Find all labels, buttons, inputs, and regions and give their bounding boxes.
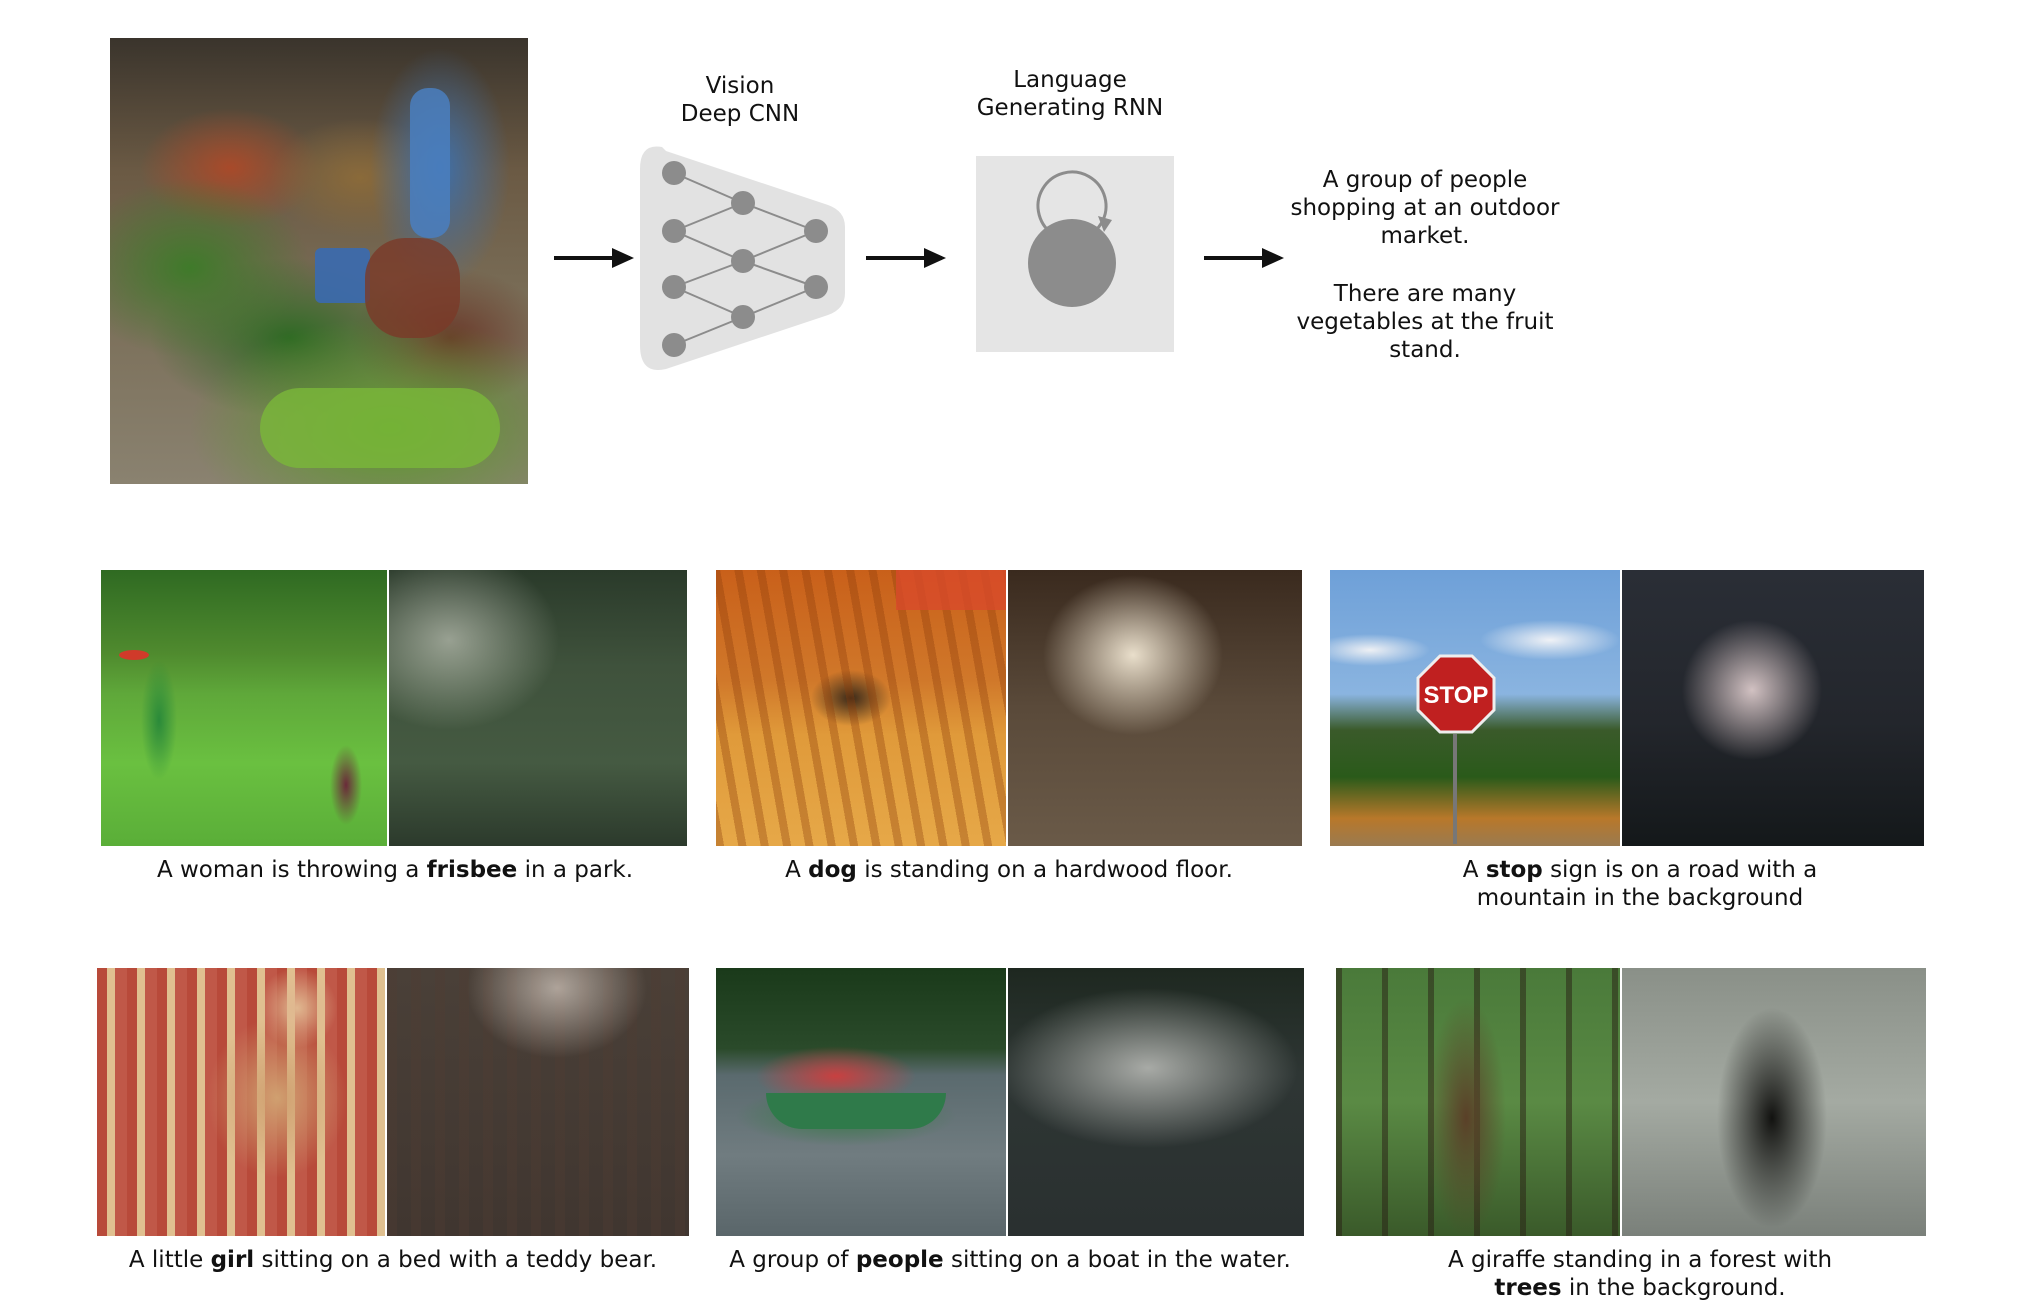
caption-keyword: dog — [808, 857, 857, 883]
market-photo — [110, 38, 528, 484]
output-caption-2: There are many vegetables at the fruit s… — [1296, 281, 1554, 363]
caption-prefix: A group of — [729, 1247, 856, 1273]
example-stop-caption: A stop sign is on a road with a mountain… — [1420, 856, 1860, 912]
example-trees-caption: A giraffe standing in a forest with tree… — [1420, 1246, 1860, 1302]
example-frisbee-divider — [387, 570, 389, 846]
example-dog-attention — [1008, 570, 1302, 846]
example-people-divider — [1006, 968, 1008, 1236]
example-trees-divider — [1620, 968, 1622, 1236]
example-trees-attention — [1622, 968, 1926, 1236]
example-dog-caption: A dog is standing on a hardwood floor. — [716, 856, 1302, 884]
cnn-label: Vision Deep CNN — [640, 72, 840, 128]
caption-suffix: sitting on a bed with a teddy bear. — [254, 1247, 658, 1273]
cnn-label-line2: Deep CNN — [680, 101, 800, 127]
cnn-label-line1: Vision — [705, 73, 775, 99]
cnn-nodes — [662, 161, 828, 357]
frisbee — [119, 650, 149, 660]
rnn-block — [976, 156, 1174, 352]
caption-prefix: A woman is throwing a — [156, 857, 427, 883]
example-girl-divider — [385, 968, 387, 1236]
example-frisbee-caption: A woman is throwing a frisbee in a park. — [100, 856, 690, 884]
caption-keyword: stop — [1485, 857, 1543, 883]
example-girl-photo — [97, 968, 385, 1236]
caption-suffix: is standing on a hardwood floor. — [856, 857, 1233, 883]
boat — [766, 1093, 946, 1129]
caption-suffix: sitting on a boat in the water. — [943, 1247, 1291, 1273]
stop-sign-icon: STOP — [1416, 654, 1496, 734]
caption-keyword: people — [855, 1247, 944, 1273]
output-captions: A group of people shopping at an outdoor… — [1280, 166, 1570, 364]
bedspread-pattern — [896, 570, 1006, 610]
example-stop-photo: STOP — [1330, 570, 1620, 846]
rnn-hidden-state — [1028, 219, 1116, 307]
example-trees-photo — [1336, 968, 1620, 1236]
output-caption-1: A group of people shopping at an outdoor… — [1290, 167, 1560, 249]
market-person-crouching — [365, 238, 460, 338]
rnn-label-line1: Language — [1013, 67, 1127, 93]
rnn-loop-arrowhead — [1098, 216, 1112, 232]
rnn-recurrent-cell — [1028, 170, 1116, 307]
caption-prefix: A — [785, 857, 809, 883]
caption-suffix: in a park. — [517, 857, 634, 883]
caption-keyword: frisbee — [426, 857, 518, 883]
rnn-label: Language Generating RNN — [960, 66, 1180, 122]
stop-sign-post — [1453, 734, 1457, 844]
market-basket — [315, 248, 370, 303]
caption-suffix: in the background. — [1561, 1275, 1786, 1301]
rnn-label-line2: Generating RNN — [976, 95, 1164, 121]
example-stop-attention — [1622, 570, 1924, 846]
caption-keyword: trees — [1494, 1275, 1562, 1301]
example-people-caption: A group of people sitting on a boat in t… — [716, 1246, 1304, 1274]
market-person-standing — [410, 88, 450, 238]
caption-suffix: sign is on a road with a mountain in the… — [1476, 857, 1818, 911]
caption-prefix: A — [1462, 857, 1486, 883]
cnn-network-diagram — [640, 146, 845, 370]
cnn-edges — [673, 172, 817, 346]
example-frisbee-attention — [389, 570, 687, 846]
example-stop-divider — [1620, 570, 1622, 846]
arrow-image-to-cnn — [554, 248, 634, 268]
example-people-attention — [1008, 968, 1304, 1236]
caption-keyword: girl — [210, 1247, 255, 1273]
example-dog-divider — [1006, 570, 1008, 846]
arrow-rnn-to-output — [1204, 248, 1284, 268]
caption-prefix: A giraffe standing in a forest with — [1447, 1247, 1833, 1273]
example-people-photo — [716, 968, 1006, 1236]
example-girl-caption: A little girl sitting on a bed with a te… — [97, 1246, 689, 1274]
example-dog-photo — [716, 570, 1006, 846]
caption-prefix: A little — [128, 1247, 211, 1273]
market-bananas — [260, 388, 500, 468]
svg-text:STOP: STOP — [1424, 682, 1489, 709]
arrow-cnn-to-rnn — [866, 248, 946, 268]
example-frisbee-photo — [101, 570, 387, 846]
example-girl-attention — [387, 968, 689, 1236]
